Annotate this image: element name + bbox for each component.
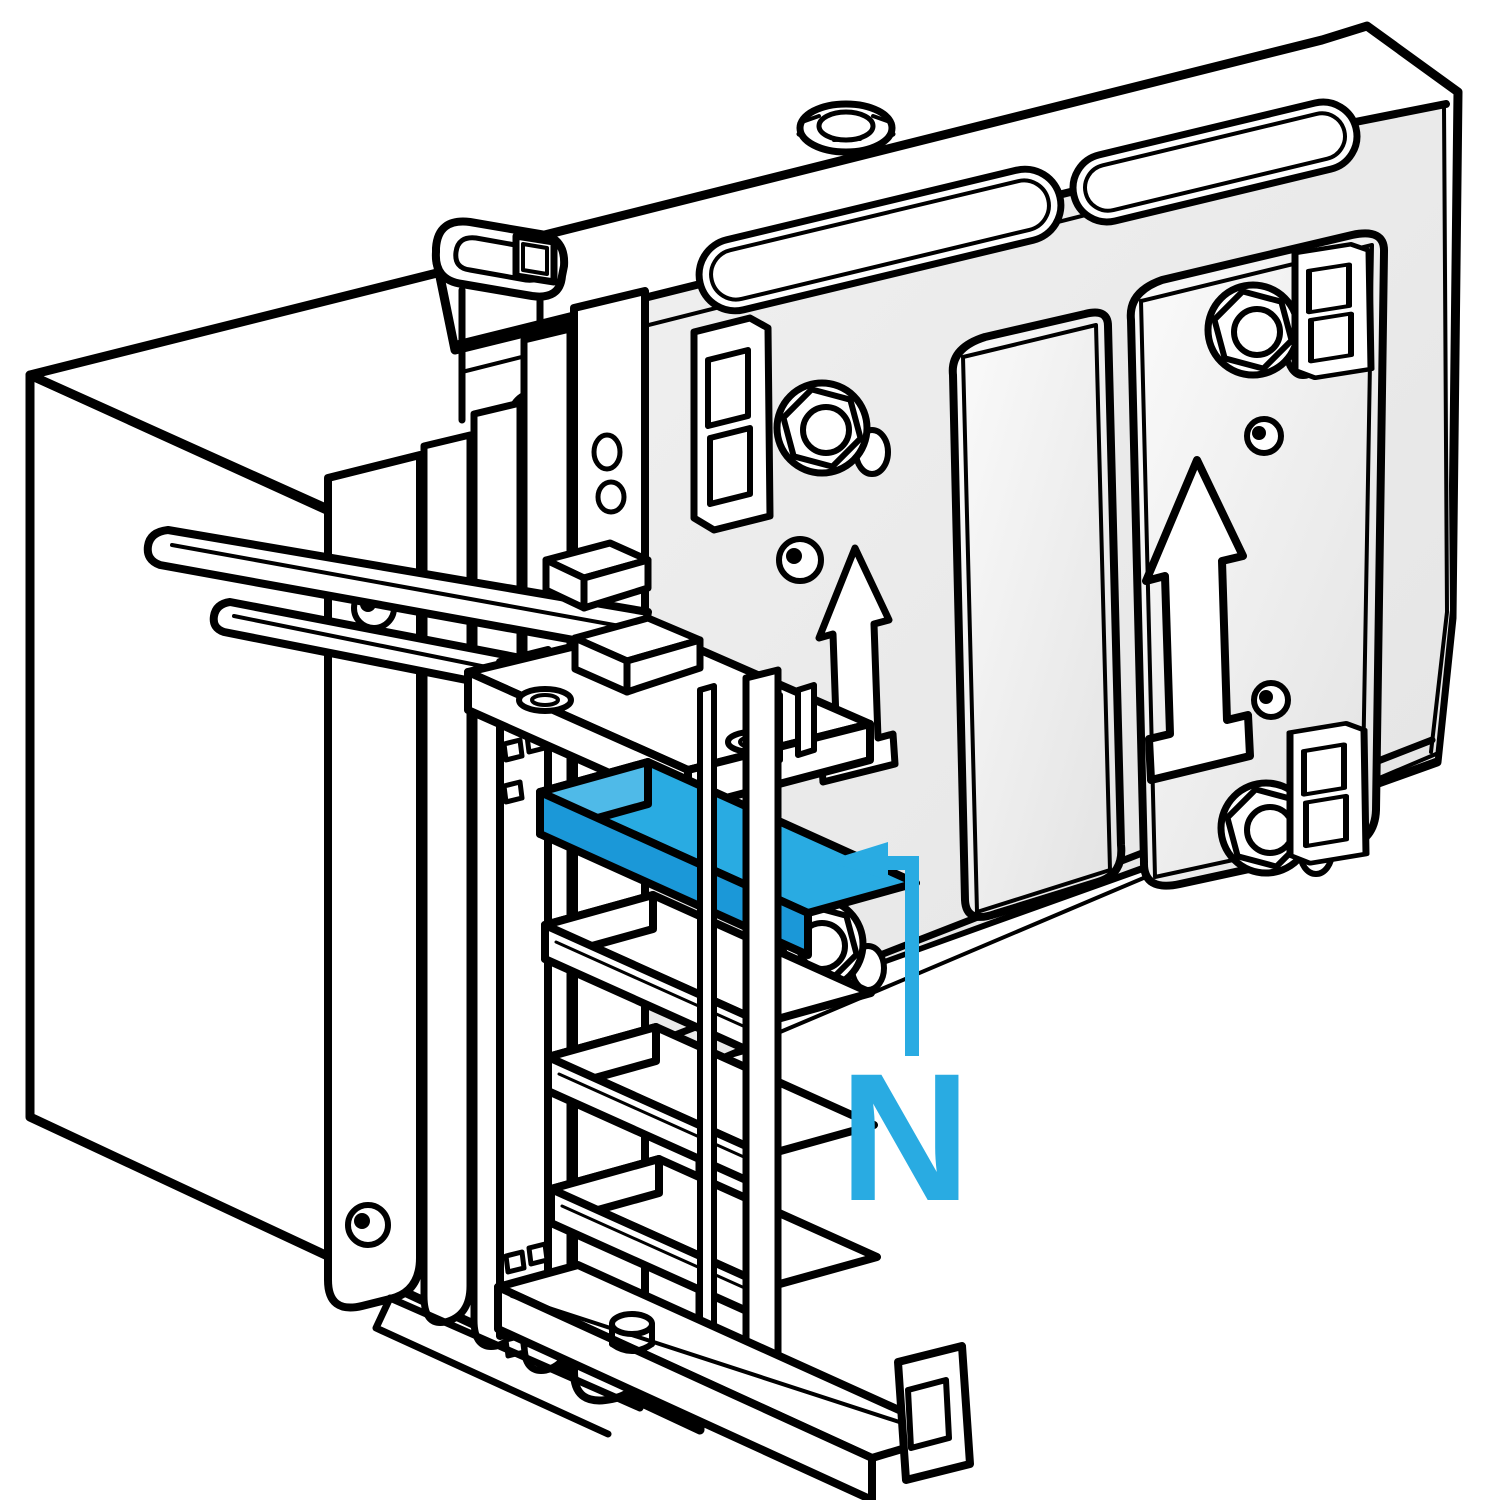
top-rail bbox=[451, 98, 1450, 374]
neutral-label: N bbox=[839, 1035, 970, 1239]
top-nut-icon bbox=[796, 100, 896, 156]
cover-panel-left bbox=[948, 308, 1126, 921]
handle-slot bbox=[1069, 98, 1361, 226]
frame-bottom-edge bbox=[372, 1294, 644, 1438]
rail-pin bbox=[609, 1311, 655, 1354]
cover-panel-right bbox=[1126, 229, 1388, 890]
head-screw-hole bbox=[516, 686, 574, 714]
gasket-screw-hole bbox=[595, 479, 627, 515]
neutral-annotation: N bbox=[827, 842, 971, 1239]
gasket-slat bbox=[420, 431, 474, 1326]
clamp-finger bbox=[795, 682, 817, 758]
handle-slot bbox=[695, 165, 1065, 315]
cassette-right-wall bbox=[742, 666, 782, 1400]
cassette-right-wall bbox=[697, 683, 717, 1387]
top-clamp bbox=[431, 217, 569, 424]
mounting-bracket bbox=[1290, 723, 1366, 863]
mounting-bracket bbox=[694, 318, 770, 530]
bottom-rail bbox=[494, 1261, 974, 1500]
panel-hole-center bbox=[1252, 426, 1266, 440]
neutral-blade bbox=[536, 758, 920, 959]
right-edge-inner-line bbox=[1429, 104, 1449, 754]
mounting-bracket bbox=[1295, 244, 1371, 378]
clamp-bar bbox=[143, 526, 652, 656]
up-arrow-icon bbox=[1142, 456, 1254, 784]
gasket-screw-hole bbox=[591, 432, 623, 472]
gasket-hole-center bbox=[354, 1213, 370, 1229]
neutral-pointer-arrow-icon bbox=[827, 842, 919, 1056]
blade-cassette bbox=[143, 526, 974, 1500]
panel-hole-center bbox=[1259, 690, 1273, 704]
neutral-blade-front bbox=[536, 788, 812, 959]
panel-hole-center bbox=[786, 548, 802, 564]
